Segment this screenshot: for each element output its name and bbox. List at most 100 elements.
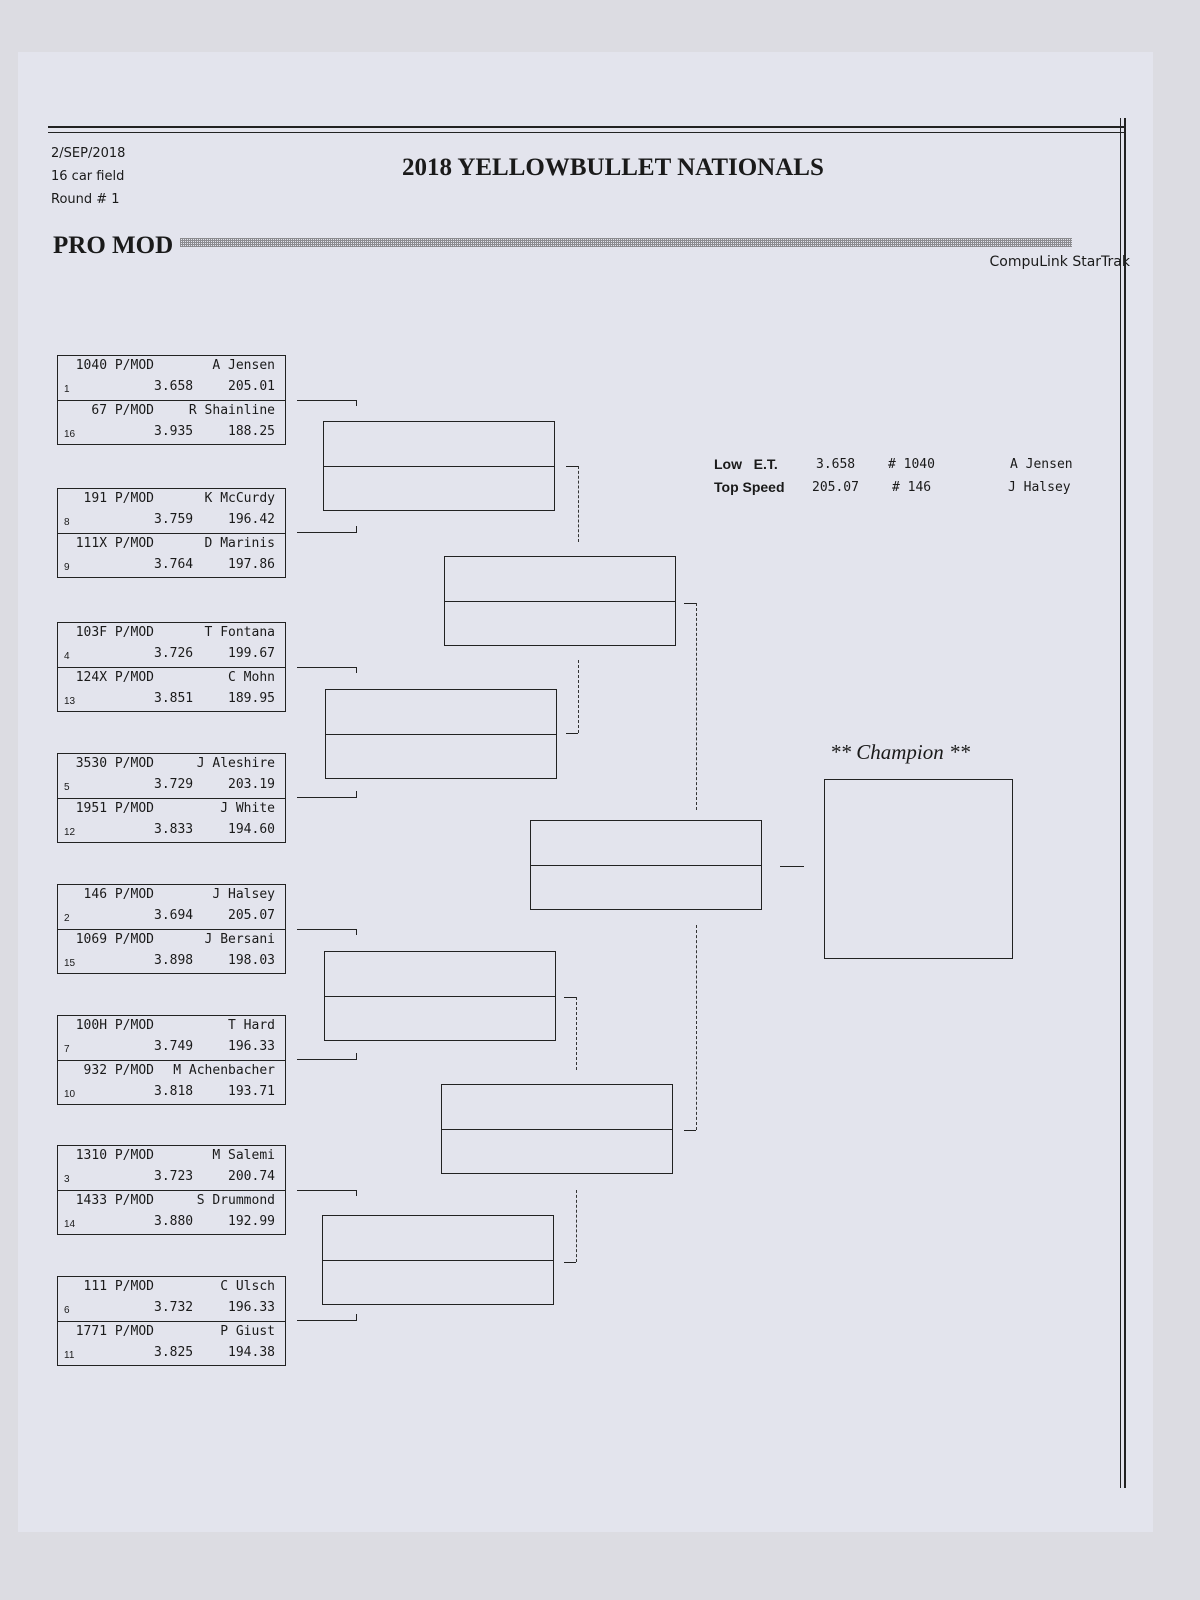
bracket-dashed-connector (576, 997, 577, 1070)
round2-box (324, 951, 556, 1041)
seed-number: 3 (64, 1174, 70, 1185)
bracket-connector (297, 1190, 357, 1191)
top-speed-driver: J Halsey (1008, 480, 1071, 495)
driver-name: S Drummond (196, 1193, 275, 1208)
bracket-connector (297, 400, 357, 401)
driver-name: D Marinis (204, 536, 275, 551)
seed-number: 9 (64, 562, 70, 573)
driver-name: J Halsey (212, 887, 275, 902)
bracket-tick (684, 603, 696, 604)
bracket-tick (356, 791, 357, 797)
elapsed-time: 3.898 (154, 953, 194, 968)
seed-number: 15 (64, 958, 76, 969)
speed-mph: 198.03 (228, 953, 275, 968)
round2-box (322, 1215, 554, 1305)
seed-number: 4 (64, 651, 70, 662)
driver-name: C Ulsch (220, 1279, 275, 1294)
speed-mph: 194.60 (228, 822, 275, 837)
driver-name: M Achenbacher (173, 1063, 275, 1078)
bracket-connector (297, 1320, 357, 1321)
speed-mph: 205.01 (228, 379, 275, 394)
elapsed-time: 3.851 (154, 691, 194, 706)
bracket-dashed-connector (576, 1190, 577, 1262)
speed-mph: 199.67 (228, 646, 275, 661)
elapsed-time: 3.658 (154, 379, 194, 394)
bracket-tick (356, 1190, 357, 1196)
champion-box (824, 779, 1013, 959)
bracket-dashed-connector (696, 603, 697, 810)
speed-mph: 194.38 (228, 1345, 275, 1360)
car-number: 124X P/MOD (75, 670, 154, 685)
elapsed-time: 3.833 (154, 822, 194, 837)
low-et-car: # 1040 (888, 457, 935, 472)
driver-name: M Salemi (212, 1148, 275, 1163)
bracket-dashed-connector (578, 660, 579, 733)
driver-name: C Mohn (228, 670, 275, 685)
bracket-tick (564, 1262, 576, 1263)
semifinal-box (444, 556, 676, 646)
seed-number: 11 (64, 1350, 75, 1361)
car-number: 111 P/MOD (83, 1279, 154, 1294)
driver-name: J Bersani (204, 932, 275, 947)
driver-name: A Jensen (212, 358, 275, 373)
car-number: 146 P/MOD (83, 887, 154, 902)
bracket-connector (297, 1059, 357, 1060)
seed-number: 10 (64, 1089, 76, 1100)
elapsed-time: 3.726 (154, 646, 194, 661)
bracket-connector (297, 797, 357, 798)
car-number: 1040 P/MOD (75, 358, 154, 373)
elapsed-time: 3.825 (154, 1345, 194, 1360)
bracket-tick (564, 997, 576, 998)
final-box (530, 820, 762, 910)
system-name: CompuLink StarTrak (989, 254, 1130, 270)
dotted-rule (180, 238, 1072, 247)
elapsed-time: 3.880 (154, 1214, 194, 1229)
seed-number: 2 (64, 913, 70, 924)
car-number: 67 P/MOD (91, 403, 154, 418)
speed-mph: 192.99 (228, 1214, 275, 1229)
speed-mph: 205.07 (228, 908, 275, 923)
seed-number: 12 (64, 827, 76, 838)
header-info: 2/SEP/2018 16 car field Round # 1 (51, 142, 125, 211)
bracket-connector (297, 929, 357, 930)
driver-name: T Hard (228, 1018, 275, 1033)
seed-number: 13 (64, 696, 76, 707)
elapsed-time: 3.729 (154, 777, 194, 792)
car-number: 932 P/MOD (83, 1063, 154, 1078)
car-number: 1310 P/MOD (75, 1148, 154, 1163)
seed-number: 5 (64, 782, 70, 793)
bracket-tick (356, 1314, 357, 1320)
car-number: 3530 P/MOD (75, 756, 154, 771)
round2-box (323, 421, 555, 511)
elapsed-time: 3.818 (154, 1084, 194, 1099)
right-rule (1120, 118, 1126, 1488)
bracket-tick (356, 667, 357, 673)
car-number: 191 P/MOD (83, 491, 154, 506)
elapsed-time: 3.764 (154, 557, 194, 572)
seed-number: 1 (64, 384, 70, 395)
entry: 1040 P/MOD A Jensen 1 3.658 205.01 (58, 356, 285, 400)
speed-mph: 188.25 (228, 424, 275, 439)
speed-mph: 200.74 (228, 1169, 275, 1184)
elapsed-time: 3.723 (154, 1169, 194, 1184)
bracket-connector (297, 532, 357, 533)
bracket-tick (684, 1130, 696, 1131)
car-number: 100H P/MOD (75, 1018, 154, 1033)
bracket-connector (297, 667, 357, 668)
